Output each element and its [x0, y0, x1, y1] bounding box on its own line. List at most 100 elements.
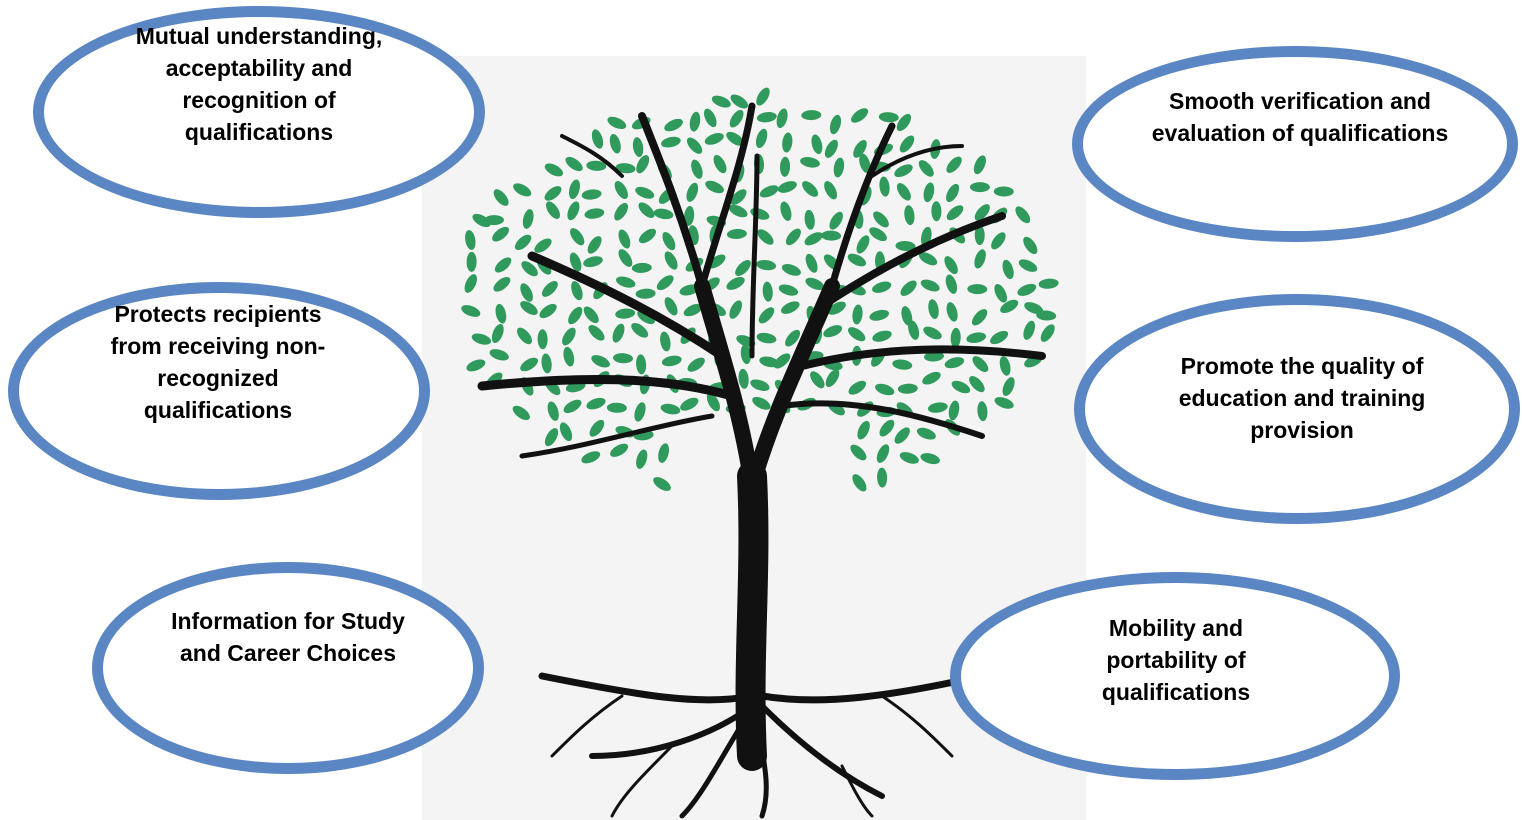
leaf	[948, 400, 960, 421]
leaf	[971, 309, 988, 326]
leaf	[730, 94, 749, 109]
leaf	[589, 419, 605, 437]
leaf	[1018, 259, 1038, 272]
leaf	[581, 451, 601, 464]
tree-trunk-and-roots	[477, 102, 1046, 819]
leaf	[726, 228, 747, 240]
leaf	[614, 180, 628, 200]
leaf	[636, 155, 650, 174]
leaf	[969, 182, 990, 193]
leaf	[901, 306, 913, 326]
leaf	[591, 355, 610, 368]
bubble-mutual-understanding	[33, 6, 485, 218]
leaf	[977, 401, 988, 422]
leaf	[800, 157, 820, 168]
leaf	[899, 135, 915, 153]
leaf	[704, 133, 724, 145]
leaf	[993, 186, 1014, 197]
leaf	[559, 422, 573, 442]
leaf	[848, 327, 866, 342]
leaf	[927, 402, 948, 413]
leaf	[805, 253, 818, 273]
leaf	[879, 176, 890, 197]
leaf	[729, 109, 744, 128]
leaf	[920, 279, 940, 292]
leaf	[829, 114, 842, 135]
leaf	[852, 304, 863, 325]
leaf	[776, 108, 788, 129]
leaf	[900, 280, 917, 296]
leaf	[990, 330, 1009, 345]
leaf	[606, 402, 627, 413]
leaf	[609, 133, 621, 154]
leaf	[466, 359, 486, 372]
leaf	[974, 225, 985, 246]
leaf	[973, 155, 986, 175]
leaf	[738, 368, 749, 389]
leaf	[752, 396, 771, 410]
leaf	[1040, 324, 1055, 342]
leaf	[785, 329, 801, 347]
leaf	[931, 201, 942, 222]
leaf	[944, 256, 958, 275]
leaf	[570, 228, 585, 246]
leaf	[896, 113, 912, 132]
leaf	[999, 356, 1011, 376]
leaf	[465, 230, 476, 250]
leaf	[537, 329, 548, 350]
leaf	[544, 428, 559, 447]
leaf	[635, 288, 656, 299]
leaf	[565, 156, 583, 172]
leaf	[664, 118, 683, 132]
leaf	[923, 182, 935, 203]
leaf	[729, 300, 742, 319]
leaf	[1023, 320, 1036, 340]
leaf	[1036, 310, 1057, 321]
leaf	[539, 303, 557, 319]
leaf	[895, 240, 916, 252]
leaf	[568, 306, 583, 325]
leaf	[945, 274, 958, 294]
leaf	[494, 257, 512, 273]
leaf	[755, 128, 768, 149]
bubble-mutual-understanding-text: Mutual understanding, acceptability and …	[135, 23, 383, 145]
leaf	[687, 357, 705, 372]
leaf	[972, 356, 989, 373]
leaf	[847, 253, 867, 267]
leaf	[493, 189, 509, 206]
leaf	[801, 110, 822, 121]
leaf	[711, 95, 731, 108]
bubble-mobility-portability	[950, 572, 1400, 780]
leaf	[686, 137, 703, 154]
leaf	[513, 183, 532, 197]
leaf	[811, 134, 823, 155]
leaf	[546, 201, 560, 219]
leaf	[683, 303, 703, 317]
leaf	[705, 180, 724, 194]
leaf	[824, 139, 838, 158]
leaf	[773, 353, 791, 369]
leaf	[950, 327, 961, 348]
leaf	[660, 403, 681, 415]
leaf	[495, 303, 507, 324]
leaf	[778, 284, 799, 296]
leaf	[1024, 302, 1044, 315]
leaf	[1038, 278, 1059, 289]
leaf	[750, 208, 770, 220]
leaf	[827, 301, 846, 315]
leaf	[879, 419, 895, 437]
leaf	[923, 326, 942, 340]
leaf	[966, 332, 987, 343]
bubble-smooth-verification-text: Smooth verification and evaluation of qu…	[1151, 88, 1449, 146]
leaf	[894, 427, 910, 444]
leaf	[821, 230, 842, 241]
leaf	[616, 276, 636, 288]
leaf	[562, 327, 576, 346]
leaf	[920, 453, 940, 465]
leaf	[802, 181, 819, 197]
leaf	[587, 236, 602, 254]
leaf	[472, 213, 491, 228]
leaf	[567, 201, 580, 221]
leaf	[869, 309, 889, 321]
leaf	[894, 164, 913, 178]
